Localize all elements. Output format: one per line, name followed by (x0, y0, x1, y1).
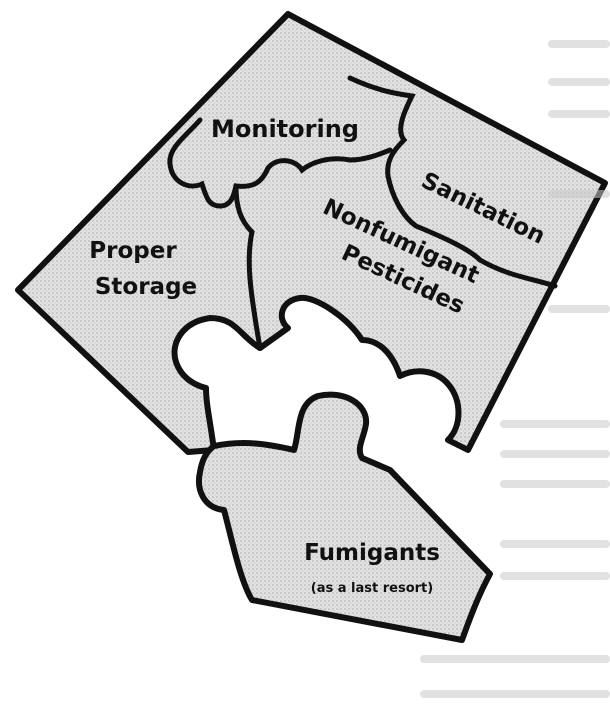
background-text-line (548, 305, 610, 313)
label-fumigants: Fumigants (304, 540, 440, 566)
background-text-line (420, 690, 610, 698)
background-text-line (548, 110, 610, 118)
background-text-line (548, 190, 610, 198)
background-text-line (500, 420, 610, 428)
label-last-resort: (as a last resort) (311, 581, 433, 596)
background-text-line (420, 655, 610, 663)
fumigants-piece (199, 395, 490, 640)
background-text-line (500, 540, 610, 548)
background-text-line (500, 450, 610, 458)
background-text-line (548, 40, 610, 48)
label-monitoring: Monitoring (211, 115, 359, 143)
label-storage: Storage (95, 274, 197, 300)
label-proper: Proper (89, 238, 177, 264)
background-text-line (548, 78, 610, 86)
background-text-line (500, 480, 610, 488)
background-text-line (500, 572, 610, 580)
